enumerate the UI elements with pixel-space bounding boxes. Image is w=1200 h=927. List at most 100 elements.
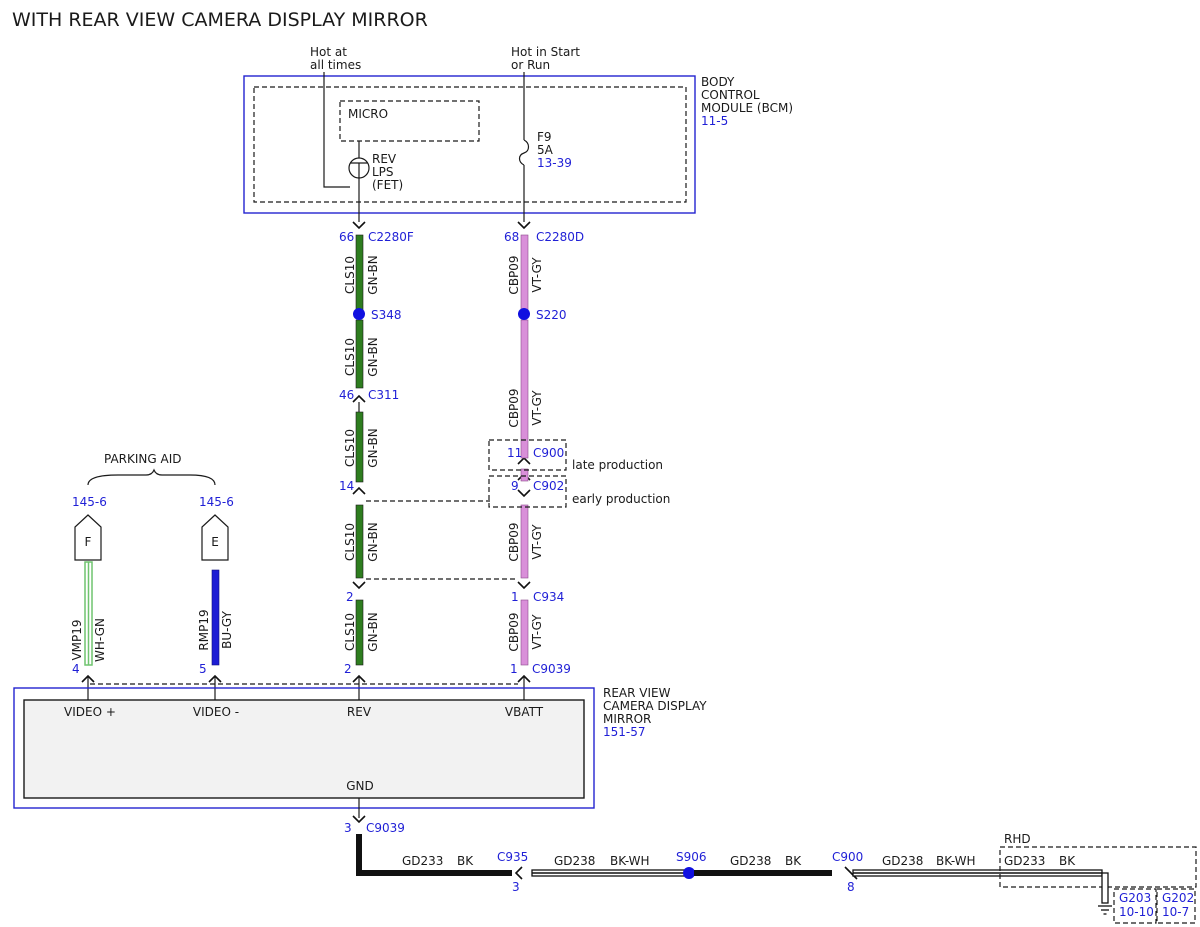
vbatt-c934-arrow [517, 581, 531, 590]
parking-aid-e-circuit: RMP19 [197, 609, 211, 650]
rev-circuit-2: CLS10 [343, 338, 357, 376]
fuse-name: F9 [537, 130, 552, 144]
parking-aid-f-ref: 145-6 [72, 495, 107, 509]
gnd-c9039-arrow [352, 815, 366, 824]
gnd-seg3-color: BK [785, 854, 802, 868]
c311-pin: 46 [339, 388, 354, 402]
rev-c934-arrow [352, 581, 366, 590]
bcm-name-line-2: CONTROL [701, 88, 760, 102]
vbatt-circuit-2: CBP09 [507, 388, 521, 427]
fet-label-line-2: LPS [372, 165, 394, 179]
splice-s348 [353, 308, 365, 320]
vbatt-wire-segment-4 [520, 504, 529, 579]
hot-at-all-times-line-1: Hot at [310, 45, 347, 59]
c902-arrow [517, 489, 531, 498]
rev-circuit-1: CLS10 [343, 256, 357, 294]
connector-arrows [81, 221, 858, 880]
vbatt-wire-segment-2 [520, 319, 529, 459]
vbatt-circuit-4: CBP09 [507, 612, 521, 651]
rev-color-3: GN-BN [366, 428, 380, 467]
splice-s906 [683, 867, 695, 879]
mirror-ref: 151-57 [603, 725, 646, 739]
parking-aid-f-color: WH-GN [93, 618, 107, 662]
vbatt-color-4: VT-GY [530, 614, 544, 650]
rev-wire-segment-4 [355, 504, 364, 579]
parking-aid-e-wire [211, 569, 220, 666]
micro-box [339, 100, 480, 142]
parking-aid-e-ref: 145-6 [199, 495, 234, 509]
c902-pin: 9 [511, 479, 519, 493]
parking-aid-f-pin: 4 [72, 662, 80, 676]
vbatt-circuit-1: CBP09 [507, 255, 521, 294]
gnd-c900-arrow [844, 866, 858, 880]
rev-wire-segment-2 [355, 319, 364, 389]
g202-label: G202 [1162, 891, 1194, 905]
c2280f-pin: 66 [339, 230, 354, 244]
c2280f-label: C2280F [368, 230, 414, 244]
mirror-name-line-1: REAR VIEW [603, 686, 671, 700]
rev-wire [355, 234, 364, 666]
micro-label: MICRO [348, 107, 388, 121]
rev-pin-14: 14 [339, 479, 354, 493]
rev-circuit-5: CLS10 [343, 613, 357, 651]
s906-label: S906 [676, 850, 707, 864]
gnd-c900-pin: 8 [847, 880, 855, 894]
mirror-name-line-3: MIRROR [603, 712, 651, 726]
c9039-label: C9039 [532, 662, 571, 676]
rev-circuit-3: CLS10 [343, 429, 357, 467]
parking-aid-label: PARKING AID [104, 452, 182, 466]
rev-wire-segment-1 [355, 234, 364, 311]
mirror-outline [13, 687, 595, 809]
g203-ref: 10-10 [1119, 905, 1154, 919]
vbatt-color-1: VT-GY [530, 257, 544, 293]
fuse-icon [518, 139, 530, 166]
c2280f-arrow [352, 221, 366, 230]
c9039-pin: 1 [510, 662, 518, 676]
c934-pin: 1 [511, 590, 519, 604]
parking-aid-f-letter: F [85, 535, 92, 549]
rev-color-2: GN-BN [366, 337, 380, 376]
c311-arrow [352, 394, 366, 403]
diagram-title: WITH REAR VIEW CAMERA DISPLAY MIRROR [12, 9, 428, 31]
rev-circuit-4: CLS10 [343, 523, 357, 561]
vbatt-color-2: VT-GY [530, 390, 544, 426]
c2280d-label: C2280D [536, 230, 584, 244]
c935-arrow [514, 866, 523, 880]
early-production-label: early production [572, 492, 670, 506]
rhd-box [999, 846, 1197, 888]
c2280d-pin: 68 [504, 230, 519, 244]
mirror-body [23, 699, 585, 799]
c934-label: C934 [533, 590, 564, 604]
gnd-seg2-color: BK-WH [610, 854, 650, 868]
gnd-wire-gd233 [356, 834, 512, 876]
parking-aid-e-color: BU-GY [220, 610, 234, 648]
bcm-name-line-3: MODULE (BCM) [701, 101, 793, 115]
rhd-label: RHD [1004, 832, 1031, 846]
gnd-seg2-circuit: GD238 [554, 854, 595, 868]
c2280d-arrow [517, 221, 531, 230]
fet-label-line-3: (FET) [372, 178, 403, 192]
pin-video-plus: VIDEO + [64, 705, 116, 719]
rev-color-4: GN-BN [366, 522, 380, 561]
c902-label: C902 [533, 479, 564, 493]
c900-late-box [488, 439, 567, 471]
pin-gnd: GND [346, 779, 374, 793]
vbatt-wire [520, 234, 529, 666]
battery-feed-wire [323, 72, 350, 188]
rev-c934-pin: 2 [346, 590, 354, 604]
s220-label: S220 [536, 308, 567, 322]
hot-in-start-line-1: Hot in Start [511, 45, 580, 59]
parking-aid-e-letter: E [211, 535, 219, 549]
rev-color-1: GN-BN [366, 255, 380, 294]
rev-wire-segment-3 [355, 411, 364, 483]
rev-color-5: GN-BN [366, 612, 380, 651]
vbatt-wire-segment-3 [520, 468, 529, 482]
rev-14-arrow [352, 486, 366, 495]
gnd-c9039-label: C9039 [366, 821, 405, 835]
g202-ref: 10-7 [1162, 905, 1189, 919]
g202-box [1156, 888, 1196, 924]
late-production-label: late production [572, 458, 663, 472]
vbatt-wire-segment-1 [520, 234, 529, 311]
mirror-name-line-2: CAMERA DISPLAY [603, 699, 707, 713]
